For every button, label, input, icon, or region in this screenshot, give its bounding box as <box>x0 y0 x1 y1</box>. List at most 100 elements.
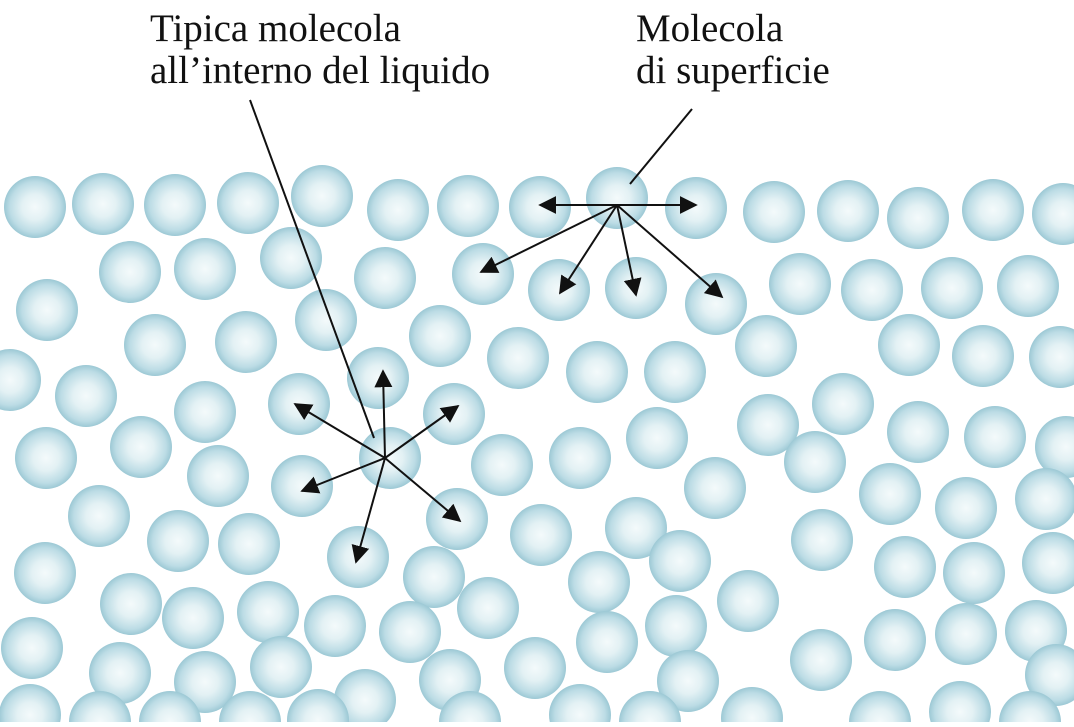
molecule <box>1029 326 1074 388</box>
molecule <box>784 431 846 493</box>
molecule <box>962 179 1024 241</box>
molecule <box>864 609 926 671</box>
molecule <box>645 595 707 657</box>
molecule <box>423 383 485 445</box>
surface-pointer-line <box>630 109 692 184</box>
molecule <box>586 167 648 229</box>
molecule <box>841 259 903 321</box>
molecule <box>250 636 312 698</box>
molecule <box>16 279 78 341</box>
molecule <box>437 175 499 237</box>
molecule <box>55 365 117 427</box>
molecule <box>110 416 172 478</box>
molecule <box>487 327 549 389</box>
interior-label-line-1: Tipica molecola <box>150 8 490 50</box>
molecule <box>174 238 236 300</box>
molecule <box>15 427 77 489</box>
molecule <box>935 603 997 665</box>
molecule <box>735 315 797 377</box>
molecule <box>717 570 779 632</box>
molecule <box>874 536 936 598</box>
molecule <box>187 445 249 507</box>
molecule <box>769 253 831 315</box>
molecule <box>568 551 630 613</box>
molecule <box>4 176 66 238</box>
molecule <box>403 546 465 608</box>
molecule <box>929 681 991 722</box>
molecule <box>471 434 533 496</box>
interior-label-line-2: all’interno del liquido <box>150 50 490 92</box>
molecule <box>997 255 1059 317</box>
molecule <box>649 530 711 592</box>
molecule <box>215 311 277 373</box>
surface-molecule-label: Molecola di superficie <box>636 8 830 92</box>
molecule <box>817 180 879 242</box>
molecule <box>162 587 224 649</box>
molecule <box>878 314 940 376</box>
molecule <box>347 347 409 409</box>
molecule <box>665 177 727 239</box>
molecule <box>452 243 514 305</box>
molecule <box>68 485 130 547</box>
molecule <box>100 573 162 635</box>
molecule <box>260 227 322 289</box>
molecule <box>504 637 566 699</box>
molecule <box>644 341 706 403</box>
molecule <box>626 407 688 469</box>
molecule <box>684 457 746 519</box>
surface-label-line-1: Molecola <box>636 8 830 50</box>
molecule <box>72 173 134 235</box>
molecule <box>887 187 949 249</box>
molecule <box>409 305 471 367</box>
molecule <box>1032 183 1074 245</box>
molecule <box>0 349 41 411</box>
molecule <box>124 314 186 376</box>
molecule <box>528 259 590 321</box>
molecule <box>964 406 1026 468</box>
molecule <box>367 179 429 241</box>
molecule <box>147 510 209 572</box>
molecule <box>943 542 1005 604</box>
molecule <box>0 684 61 722</box>
molecule <box>510 504 572 566</box>
molecule <box>859 463 921 525</box>
molecule <box>144 174 206 236</box>
molecule <box>605 257 667 319</box>
molecule <box>14 542 76 604</box>
molecule <box>921 257 983 319</box>
molecule <box>237 581 299 643</box>
molecule <box>271 455 333 517</box>
molecule <box>457 577 519 639</box>
molecule <box>1 617 63 679</box>
molecule <box>509 176 571 238</box>
molecule <box>549 684 611 722</box>
molecule <box>887 401 949 463</box>
molecule <box>952 325 1014 387</box>
molecule <box>721 687 783 722</box>
molecule <box>743 181 805 243</box>
molecule <box>576 611 638 673</box>
molecule <box>174 381 236 443</box>
molecule <box>1015 468 1074 530</box>
molecule <box>935 477 997 539</box>
molecule <box>549 427 611 489</box>
molecule <box>354 247 416 309</box>
interior-molecule-label: Tipica molecola all’interno del liquido <box>150 8 490 92</box>
molecule <box>218 513 280 575</box>
molecule <box>790 629 852 691</box>
molecule <box>99 241 161 303</box>
molecule <box>1022 532 1074 594</box>
molecule <box>849 691 911 722</box>
surface-label-line-2: di superficie <box>636 50 830 92</box>
molecule <box>291 165 353 227</box>
molecule <box>791 509 853 571</box>
molecule-field <box>0 165 1074 722</box>
molecule <box>379 601 441 663</box>
molecule <box>295 289 357 351</box>
molecule <box>812 373 874 435</box>
molecule <box>217 172 279 234</box>
molecule <box>685 273 747 335</box>
molecule <box>304 595 366 657</box>
